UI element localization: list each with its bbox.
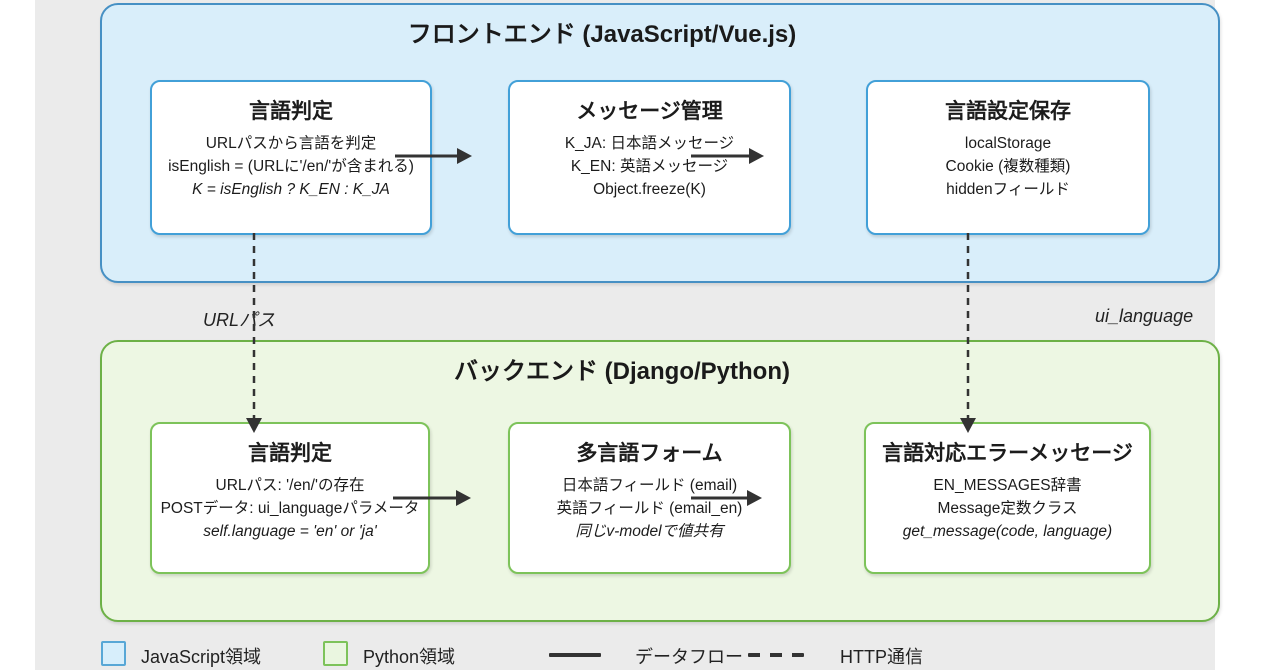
box-line: POSTデータ: ui_languageパラメータ (160, 500, 420, 517)
frontend-box-language-detection: 言語判定 URLパスから言語を判定 isEnglish = (URLに'/en/… (150, 80, 432, 235)
legend-label-python: Python領域 (363, 647, 456, 667)
frontend-title: フロントエンド (JavaScript/Vue.js) (407, 21, 797, 48)
python-region-swatch (323, 641, 348, 666)
backend-box-language-error-messages: 言語対応エラーメッセージ EN_MESSAGES辞書 Message定数クラス … (864, 422, 1151, 574)
box-line: Message定数クラス (937, 500, 1078, 517)
box-title: 言語対応エラーメッセージ (882, 442, 1133, 465)
http-dashed-line-sample (748, 653, 804, 657)
box-line: K_EN: 英語メッセージ (570, 158, 729, 175)
box-line: URLパス: '/en/'の存在 (215, 477, 365, 494)
box-line: Object.freeze(K) (593, 181, 706, 198)
frontend-container: フロントエンド (JavaScript/Vue.js) 言語判定 URLパスから… (100, 3, 1220, 283)
diagram-canvas: フロントエンド (JavaScript/Vue.js) 言語判定 URLパスから… (35, 0, 1220, 670)
legend-label-http: HTTP通信 (840, 647, 923, 667)
box-line: Cookie (複数種類) (945, 158, 1071, 175)
frontend-box-language-setting-storage: 言語設定保存 localStorage Cookie (複数種類) hidden… (866, 80, 1150, 235)
backend-box-multilingual-form: 多言語フォーム 日本語フィールド (email) 英語フィールド (email_… (508, 422, 791, 574)
box-line: hiddenフィールド (946, 181, 1070, 198)
box-title: 多言語フォーム (576, 442, 723, 465)
box-title: 言語判定 (248, 442, 332, 465)
box-title: 言語判定 (249, 100, 333, 123)
javascript-region-swatch (101, 641, 126, 666)
box-line: localStorage (964, 135, 1052, 152)
backend-container: バックエンド (Django/Python) 言語判定 URLパス: '/en/… (100, 340, 1220, 622)
backend-title: バックエンド (Django/Python) (454, 358, 790, 385)
box-title: メッセージ管理 (576, 100, 723, 123)
box-line: isEnglish = (URLに'/en/'が含まれる) (168, 158, 414, 175)
url-path-flow-label: URLパス (202, 310, 275, 330)
legend-label-dataflow: データフロー (635, 647, 743, 667)
box-line: get_message(code, language) (902, 523, 1113, 540)
legend-label-javascript: JavaScript領域 (141, 647, 262, 667)
box-line: 英語フィールド (email_en) (556, 500, 743, 517)
backend-box-language-detection: 言語判定 URLパス: '/en/'の存在 POSTデータ: ui_langua… (150, 422, 430, 574)
box-line: self.language = 'en' or 'ja' (203, 523, 377, 540)
ui-language-flow-label: ui_language (1095, 306, 1194, 326)
box-line: 日本語フィールド (email) (561, 477, 738, 494)
box-line: K = isEnglish ? K_EN : K_JA (192, 181, 390, 198)
frontend-box-message-management: メッセージ管理 K_JA: 日本語メッセージ K_EN: 英語メッセージ Obj… (508, 80, 791, 235)
box-title: 言語設定保存 (945, 100, 1071, 123)
data-flow-line-sample (549, 653, 601, 657)
box-line: 同じv-modelで値共有 (575, 523, 724, 540)
box-line: K_JA: 日本語メッセージ (564, 135, 735, 152)
box-line: URLパスから言語を判定 (205, 135, 377, 152)
box-line: EN_MESSAGES辞書 (933, 477, 1082, 494)
